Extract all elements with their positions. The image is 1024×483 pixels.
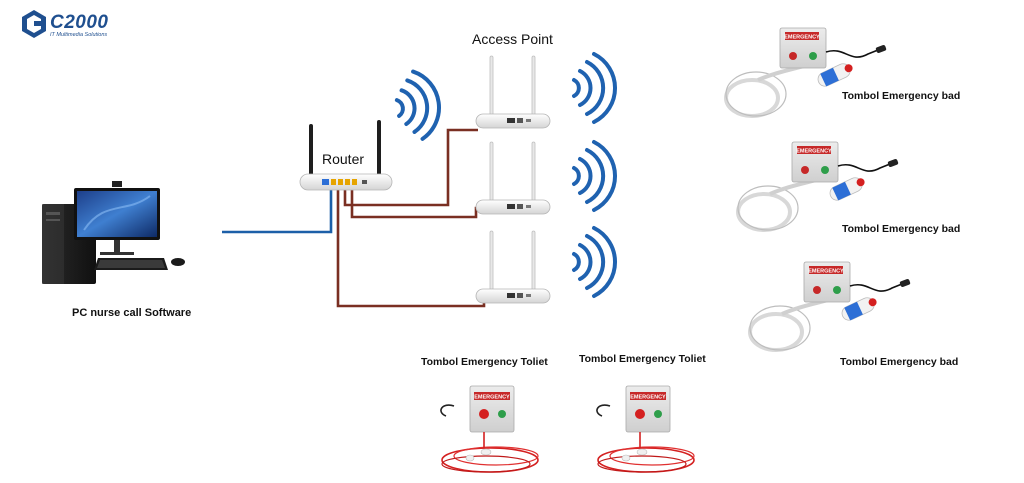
bed-emergency-button-1: [724, 26, 889, 118]
logo-tagline: IT Multimedia Solutions: [50, 32, 108, 38]
router-wifi-signal-icon: [391, 66, 446, 144]
pc-workstation: [42, 181, 185, 284]
logo-name: C2000: [50, 12, 109, 33]
toilet-label-2: Tombol Emergency Toliet: [579, 353, 706, 365]
logo: C2000 IT Multimedia Solutions: [50, 12, 109, 38]
lan-cable-pc-router: [222, 190, 333, 234]
bed-label-1: Tombol Emergency bad: [842, 90, 961, 102]
router-label: Router: [322, 151, 365, 167]
bed-emergency-button-2: [736, 140, 901, 232]
bed-label-3: Tombol Emergency bad: [840, 356, 959, 368]
access-point-2: [475, 141, 551, 215]
access-point-1: [475, 55, 551, 129]
toilet-label-1: Tombol Emergency Toliet: [421, 356, 548, 368]
wifi-signal-icon-2: [572, 140, 618, 212]
c2000-logo-icon: [22, 10, 46, 38]
router-device: [299, 120, 393, 191]
bed-label-2: Tombol Emergency bad: [842, 223, 961, 235]
access-point-label: Access Point: [472, 31, 553, 47]
bed-emergency-button-3: [748, 260, 913, 352]
wifi-signal-icon-1: [572, 52, 618, 124]
toilet-emergency-button-1: [440, 385, 539, 473]
access-point-3: [475, 230, 551, 304]
wifi-signal-icon-3: [572, 226, 618, 298]
pc-label: PC nurse call Software: [72, 307, 192, 319]
toilet-emergency-button-2: [596, 385, 695, 473]
